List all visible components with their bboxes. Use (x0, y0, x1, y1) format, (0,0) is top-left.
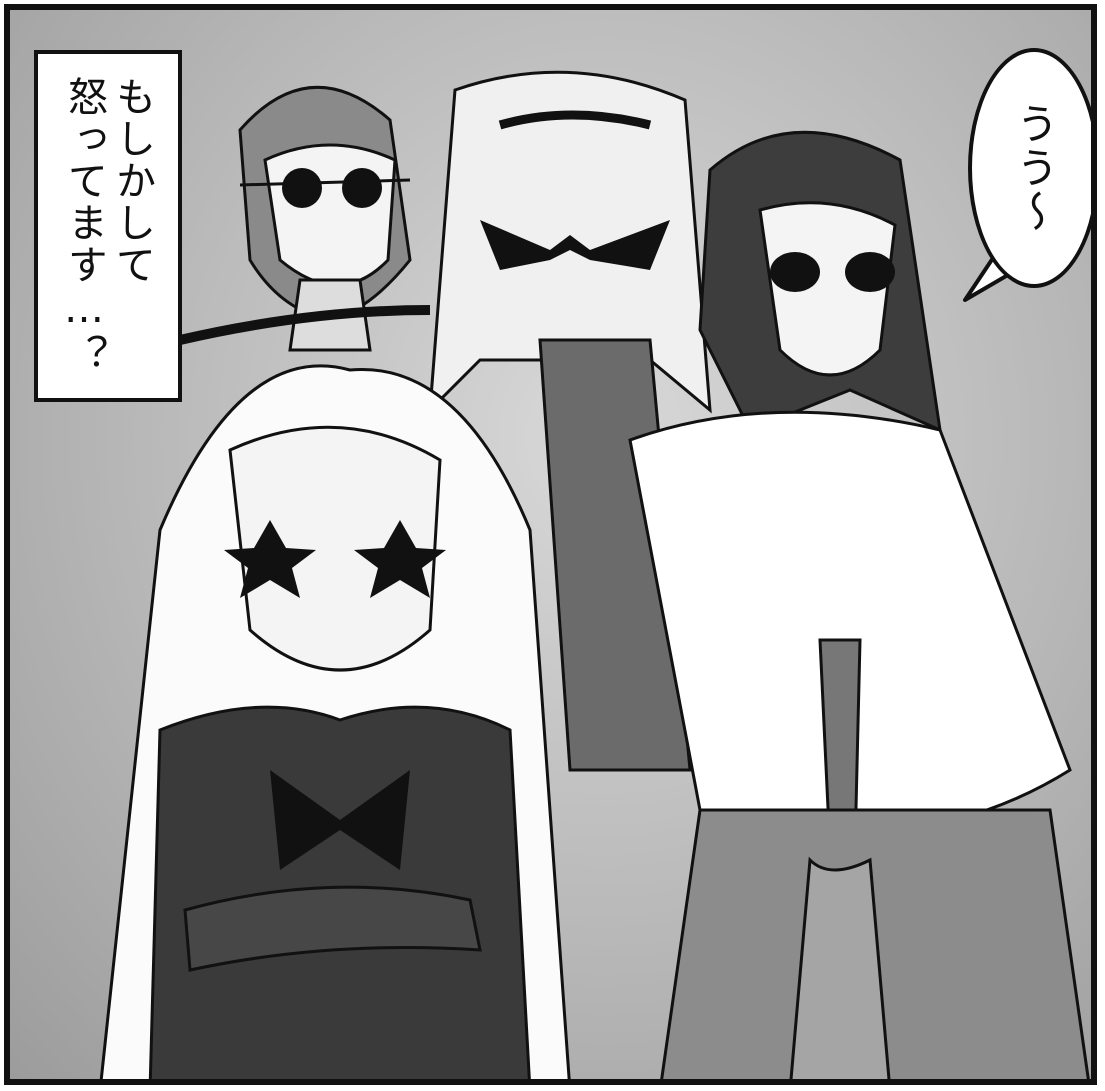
manga-panel: もしかして 怒ってます…？ うう～ (4, 4, 1097, 1085)
narration-box: もしかして 怒ってます…？ (34, 50, 182, 402)
character-right (628, 130, 1090, 1079)
narration-text: もしかして 怒ってます…？ (61, 76, 155, 376)
speech-bubble-tail (963, 253, 1022, 302)
character-back-left (178, 86, 431, 352)
character-front (99, 364, 571, 1079)
speech-bubble: うう～ (968, 48, 1091, 288)
speech-text: うう～ (1010, 102, 1059, 234)
manga-illustration (99, 70, 1090, 1079)
